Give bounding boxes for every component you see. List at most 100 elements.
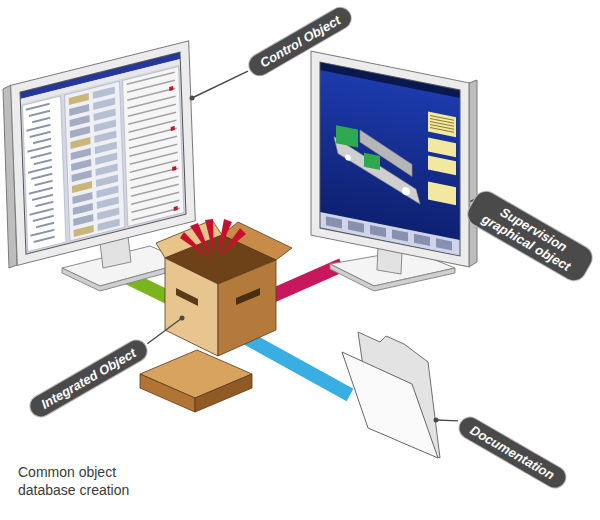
callout-pill: Documentation [455,413,568,490]
control-monitor-part-part-part-part [131,200,179,214]
control-monitor-part-part-part-part [26,124,50,132]
control-monitor-part-part-part-part [32,194,53,201]
control-monitor-part-part-part-part [27,145,51,153]
control-monitor-part-part-part-part [34,236,55,243]
leader-dot [434,418,439,423]
link-bands-part [236,332,350,395]
leader-dot [190,96,195,101]
control-monitor-part-part-part-part [171,126,175,131]
supervision-monitor-part-part [320,62,460,256]
supervision-monitor-part-part-part-part [430,118,454,124]
integrated-box-part [176,288,198,306]
control-monitor-part-part-part-part [94,120,116,133]
control-monitor-part-part-part-part [74,225,94,237]
supervision-monitor-part-part-part-part [414,234,430,246]
supervision-monitor-part-part-part [428,182,456,206]
supervision-monitor-part-part-part-part [430,115,454,121]
callout-pill: Integrated Object [26,336,150,420]
integrated-box-part [140,374,195,412]
integrated-box-part [180,232,210,259]
control-monitor-part-part-part-part [69,115,89,127]
callout-label: Documentation [467,422,556,482]
supervision-monitor-part-part-part [326,94,454,251]
supervision-monitor-part-part-part [320,62,460,256]
supervision-monitor-part-part-part-part [326,216,342,228]
control-monitor-part-part-part-part [31,173,52,180]
control-monitor-part-part-part-part [28,166,52,174]
control-monitor-part-part-part-part [70,126,90,138]
control-monitor-part-part-part-part [130,160,178,174]
control-monitor-part-part-part-part [97,197,119,210]
supervision-monitor-part-part [320,62,460,256]
control-monitor-part-part-part-part [35,180,53,187]
control-monitor-part-part-part-part [30,152,51,159]
control-monitor-part-part-part-part [96,164,118,177]
control-monitor-part-part-part-part [95,142,117,155]
supervision-monitor-part-part-part-part [392,229,408,241]
control-monitor-part-part-part-part [130,152,178,166]
control-monitor-part [11,41,196,266]
control-monitor-part-part-part-part [30,208,54,216]
control-monitor-part-part-part-part [174,206,178,211]
control-monitor-part-part-part-part [93,109,115,122]
control-monitor-part-part-part-part [35,201,53,208]
control-monitor-part-part-part-part [70,137,90,149]
control-monitor-part-part-part [123,67,184,227]
supervision-monitor-part-part-part [360,130,412,176]
supervision-monitor-part-part-part [320,62,460,98]
control-monitor-part-part-part-part [71,148,91,160]
supervision-monitor-part-part-part [345,154,351,161]
supervision-monitor-part-part-part [428,156,456,176]
control-monitor-part-part-part-part [128,104,176,118]
control-monitor-part-part-part-part [94,131,116,144]
control-monitor-part-part-part-part [33,138,51,145]
control-monitor-part-part-part-part [98,219,120,232]
leader-line [436,419,458,421]
control-monitor-part-part-part-part [95,153,117,166]
control-monitor-part-part-part-part [132,208,180,222]
control-monitor-part-part-part-part [129,136,177,150]
control-monitor-part-part [11,41,196,266]
control-monitor-part-part-part-part [36,222,54,229]
supervision-monitor-part-part-part [364,153,380,170]
supervision-monitor-part [311,51,469,267]
integrated-box-part [219,228,246,257]
control-monitor-part-part-part-part [129,128,177,142]
control-monitor-part-part-part-part [131,176,179,190]
leader-line [147,318,182,344]
control-monitor-part-part-part-part [127,88,175,102]
control-monitor-part-part-part-part [93,87,115,100]
control-monitor-part-part-part-part [128,112,176,126]
control-monitor-part-part-part-part [130,168,178,182]
supervision-monitor-part [469,80,477,267]
control-monitor-part-part-part-part [131,184,179,198]
integrated-box-part [236,288,260,305]
control-monitor-part-part-part-part [97,208,119,221]
integrated-box-part [218,260,276,356]
control-monitor-part-part-part-part [34,159,52,166]
control-monitor-part-part-part-part [30,131,51,138]
control-monitor-part-part-part [20,52,186,254]
integrated-box-part [195,374,252,412]
supervision-monitor-part-part-part [336,125,358,147]
documentation-folder-part [342,352,438,458]
control-monitor-part-part-part-part [73,214,93,226]
control-monitor-part-part-part [65,81,125,241]
control-monitor-part-part-part-part [127,80,175,94]
control-monitor-part-part-part-part [32,117,50,124]
callout-label: Supervision graphical object [476,196,585,276]
control-monitor-part-part-part-part [169,86,173,91]
control-monitor-part-part-part-part [96,186,118,199]
control-monitor-part-part-part-part [26,103,50,111]
integrated-box-part [205,219,214,256]
control-monitor-part-part-part-part [69,104,89,116]
control-monitor-part-part [20,52,186,254]
supervision-monitor [311,51,477,291]
control-monitor-part-part-part-part [131,192,179,206]
control-monitor-part-part-part-part [72,170,92,182]
supervision-monitor-part-part-part-part [348,221,364,233]
leader-line [192,71,248,98]
control-monitor-part-part-part-part [73,203,93,215]
control-monitor-part-part-part-part [29,187,53,195]
